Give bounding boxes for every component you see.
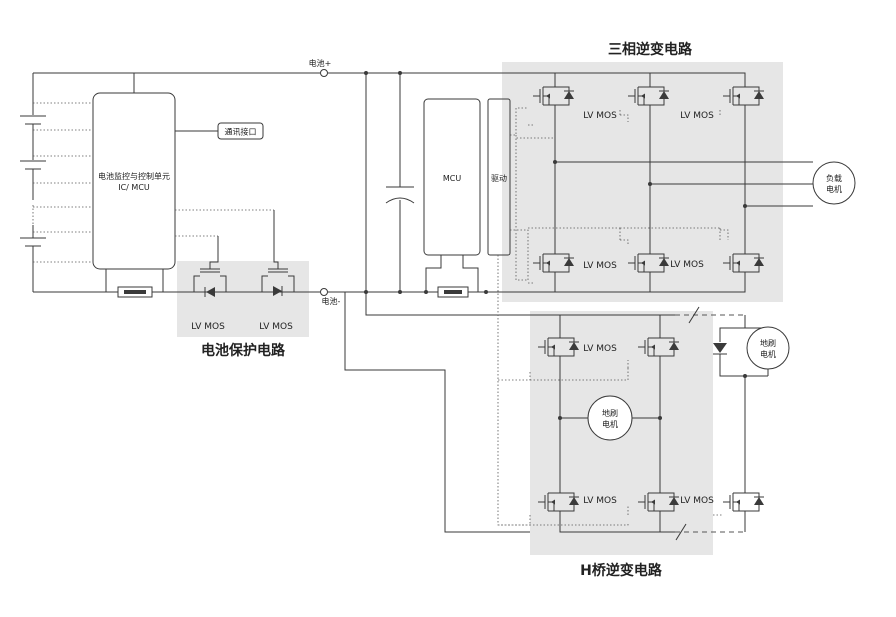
bms-label-line2: IC/ MCU	[118, 183, 150, 192]
h-bridge-motor-label-1: 地刷	[602, 408, 618, 418]
protection-mos-2-label: LV MOS	[259, 322, 293, 332]
h-bridge: 地刷 电机 LV MOS LV MOS LV MOS	[497, 255, 746, 541]
protection-mos-1: LV MOS	[191, 236, 227, 332]
driver-label: 驱动	[491, 173, 507, 183]
external-brush-motor-circuit: 地刷 电机	[713, 326, 790, 532]
mcu-label: MCU	[443, 174, 461, 183]
three-phase-mos-label-4: LV MOS	[670, 260, 704, 270]
battery-minus-terminal	[320, 288, 328, 296]
external-motor-label-1: 地刷	[760, 338, 776, 348]
three-phase-bridge: LV MOS LV MOS LV MOS LV MOS	[527, 78, 765, 284]
h-bridge-brush-motor	[587, 395, 633, 441]
three-phase-panel	[502, 62, 783, 302]
protection-mos-1-label: LV MOS	[191, 322, 225, 332]
shunt-resistor-inverter	[437, 286, 469, 298]
load-motor-label-1: 负载	[826, 173, 842, 183]
load-motor	[812, 161, 856, 205]
bms-label-line1: 电池监控与控制单元	[98, 171, 170, 181]
h-bridge-motor-label-2: 电机	[602, 419, 618, 429]
battery-rails	[32, 72, 746, 293]
battery-plus-terminal	[320, 69, 328, 77]
battery-pack	[20, 115, 46, 256]
shunt-resistor-bms	[117, 286, 153, 298]
battery-protection-panel	[177, 261, 309, 337]
h-bridge-title: H桥逆变电路	[580, 562, 663, 579]
three-phase-mos-label-2: LV MOS	[680, 111, 714, 121]
battery-minus-label: 电池-	[322, 296, 341, 306]
battery-plus-label: 电池+	[309, 58, 332, 68]
battery-protection-title: 电池保护电路	[201, 342, 286, 359]
three-phase-mos-label-3: LV MOS	[583, 261, 617, 271]
driver-box	[487, 98, 511, 256]
h-bridge-mos-label-1: LV MOS	[583, 344, 617, 354]
load-motor-label-2: 电机	[826, 184, 842, 194]
bms-unit-box	[92, 92, 176, 270]
h-bridge-mos-label-3: LV MOS	[680, 496, 714, 506]
three-phase-mos-label-1: LV MOS	[583, 111, 617, 121]
dc-link-capacitor	[385, 71, 415, 294]
mcu-box	[423, 98, 481, 256]
h-bridge-mos-label-2: LV MOS	[583, 496, 617, 506]
comm-interface-label: 通讯接口	[225, 127, 257, 137]
external-motor-label-2: 电机	[760, 349, 776, 359]
three-phase-title: 三相逆变电路	[608, 41, 693, 58]
comm-interface-box	[217, 122, 264, 140]
protection-mos-2: LV MOS	[259, 210, 295, 332]
external-brush-motor	[746, 326, 790, 370]
